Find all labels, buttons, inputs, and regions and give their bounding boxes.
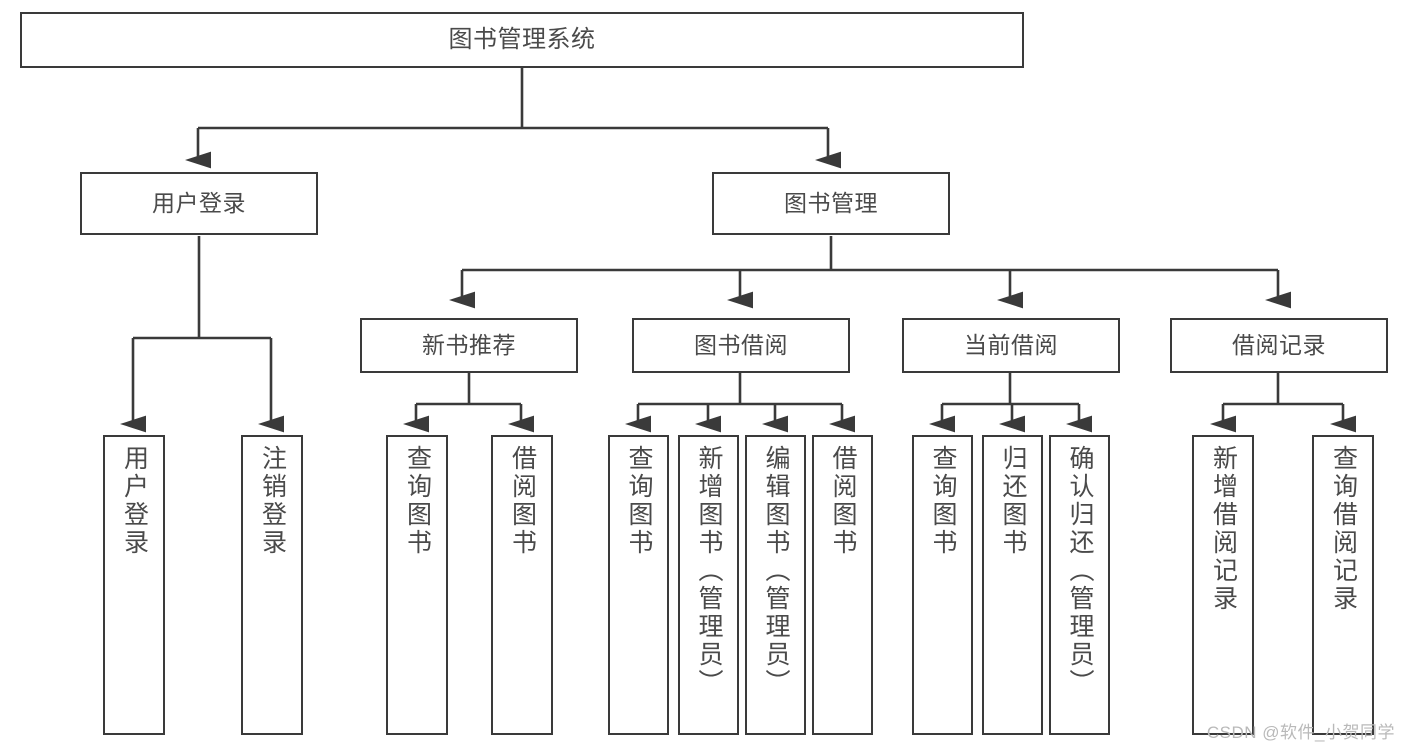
node-borrow-record[interactable]: 借阅记录: [1170, 318, 1388, 373]
node-label: 注销登录: [258, 445, 287, 557]
node-current-borrow[interactable]: 当前借阅: [902, 318, 1120, 373]
node-label: 查询图书: [403, 445, 432, 557]
leaf-query-book-borrow[interactable]: 查询图书: [608, 435, 669, 735]
node-label: 确认归还（管理员）: [1066, 445, 1094, 697]
leaf-query-borrow-record[interactable]: 查询借阅记录: [1312, 435, 1374, 735]
node-label: 新增借阅记录: [1209, 445, 1238, 613]
node-root-library-system[interactable]: 图书管理系统: [20, 12, 1024, 68]
leaf-return-book[interactable]: 归还图书: [982, 435, 1043, 735]
node-label: 用户登录: [152, 189, 246, 216]
node-label: 归还图书: [999, 445, 1027, 557]
node-new-book-recommend[interactable]: 新书推荐: [360, 318, 578, 373]
node-label: 借阅记录: [1232, 331, 1326, 358]
node-label: 查询图书: [625, 445, 653, 557]
node-label: 编辑图书（管理员）: [762, 445, 790, 697]
leaf-add-book-admin[interactable]: 新增图书（管理员）: [678, 435, 739, 735]
node-label: 借阅图书: [829, 445, 857, 557]
watermark-text: CSDN @软件_小贺同学: [1206, 723, 1395, 742]
node-label: 图书管理系统: [448, 25, 596, 53]
node-label: 当前借阅: [964, 331, 1058, 358]
node-label: 借阅图书: [508, 445, 537, 557]
leaf-logout[interactable]: 注销登录: [241, 435, 303, 735]
leaf-query-book-current[interactable]: 查询图书: [912, 435, 973, 735]
node-label: 图书借阅: [694, 331, 788, 358]
node-label: 查询借阅记录: [1329, 445, 1358, 613]
leaf-user-login[interactable]: 用户登录: [103, 435, 165, 735]
node-label: 图书管理: [784, 189, 878, 216]
node-book-management[interactable]: 图书管理: [712, 172, 950, 235]
node-user-login[interactable]: 用户登录: [80, 172, 318, 235]
node-label: 查询图书: [929, 445, 957, 557]
node-label: 用户登录: [120, 445, 149, 557]
node-book-borrow[interactable]: 图书借阅: [632, 318, 850, 373]
leaf-query-book-newbook[interactable]: 查询图书: [386, 435, 448, 735]
leaf-borrow-book[interactable]: 借阅图书: [812, 435, 873, 735]
leaf-edit-book-admin[interactable]: 编辑图书（管理员）: [745, 435, 806, 735]
leaf-confirm-return-admin[interactable]: 确认归还（管理员）: [1049, 435, 1110, 735]
node-label: 新书推荐: [422, 331, 516, 358]
node-label: 新增图书（管理员）: [695, 445, 723, 697]
leaf-borrow-book-newbook[interactable]: 借阅图书: [491, 435, 553, 735]
leaf-add-borrow-record[interactable]: 新增借阅记录: [1192, 435, 1254, 735]
